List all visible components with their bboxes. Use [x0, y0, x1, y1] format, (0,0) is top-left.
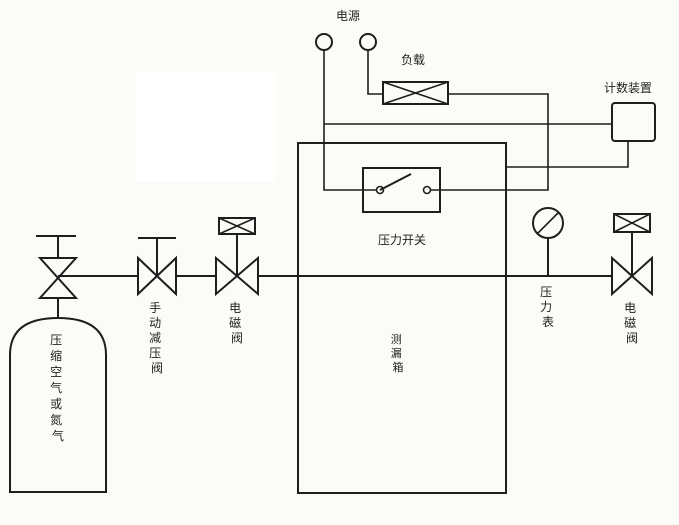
counter-device-icon	[611, 102, 656, 142]
solenoid-right-label: 电 磁 阀	[624, 301, 640, 345]
solenoid-left-label-c3: 阀	[231, 331, 243, 345]
gas-cylinder-label-c2: 缩	[50, 348, 62, 363]
power-terminals-icon	[315, 33, 377, 51]
gas-cylinder-label-c1: 压	[50, 333, 62, 347]
power-label: 电源	[336, 9, 360, 23]
pressure-gauge-label-c1: 压	[540, 285, 552, 299]
manual-valve-label-c5: 阀	[151, 361, 163, 375]
solenoid-right-label-c2: 磁	[624, 315, 636, 330]
test-box-label-c1: 测	[391, 333, 402, 346]
gas-cylinder-label: 压 缩 空 气 或 氮 气	[50, 333, 66, 443]
manual-valve-label-c4: 压	[149, 346, 161, 360]
gas-cylinder-label-c6: 氮	[50, 412, 62, 427]
electrical-wiring	[323, 50, 629, 191]
manual-valve-label-c3: 减	[149, 331, 161, 345]
manual-valve-label-c1: 手	[149, 301, 161, 315]
gas-cylinder	[9, 298, 107, 493]
solenoid-left-label-c1: 电	[229, 301, 241, 315]
pressure-gauge-label-c3: 表	[542, 315, 554, 329]
manual-valve-label-c2: 动	[149, 316, 161, 330]
pressure-gauge-label: 压 力 表	[540, 285, 556, 329]
gas-cylinder-label-c7: 气	[52, 428, 64, 443]
gas-cylinder-label-c5: 或	[50, 397, 62, 411]
pressure-gauge-icon	[532, 207, 564, 276]
gas-cylinder-label-c4: 气	[50, 380, 62, 395]
gas-cylinder-label-c3: 空	[50, 365, 62, 379]
counter-label: 计数装置	[604, 80, 652, 95]
solenoid-left-label-c2: 磁	[229, 315, 241, 330]
manual-valve-label: 手 动 减 压 阀	[149, 301, 165, 375]
solenoid-valve-left-icon	[215, 217, 259, 297]
solenoid-left-label: 电 磁 阀	[229, 301, 245, 345]
solenoid-right-label-c1: 电	[624, 301, 636, 315]
manual-reducing-valve-icon	[137, 237, 177, 297]
load-label: 负载	[401, 53, 425, 67]
pressure-gauge-label-c2: 力	[540, 300, 552, 314]
leak-test-box	[297, 142, 507, 494]
solenoid-valve-right-icon	[611, 213, 653, 297]
load-icon	[382, 81, 449, 105]
test-box-label-c2: 漏	[391, 347, 402, 360]
pressure-switch-icon	[362, 167, 441, 213]
blank-patch	[136, 72, 276, 182]
solenoid-right-label-c3: 阀	[626, 331, 638, 345]
pressure-switch-label: 压力开关	[378, 233, 426, 247]
test-box-label-c3: 箱	[393, 360, 404, 374]
cylinder-valve-icon	[36, 235, 79, 299]
test-box-label: 测 漏 箱	[391, 333, 406, 374]
